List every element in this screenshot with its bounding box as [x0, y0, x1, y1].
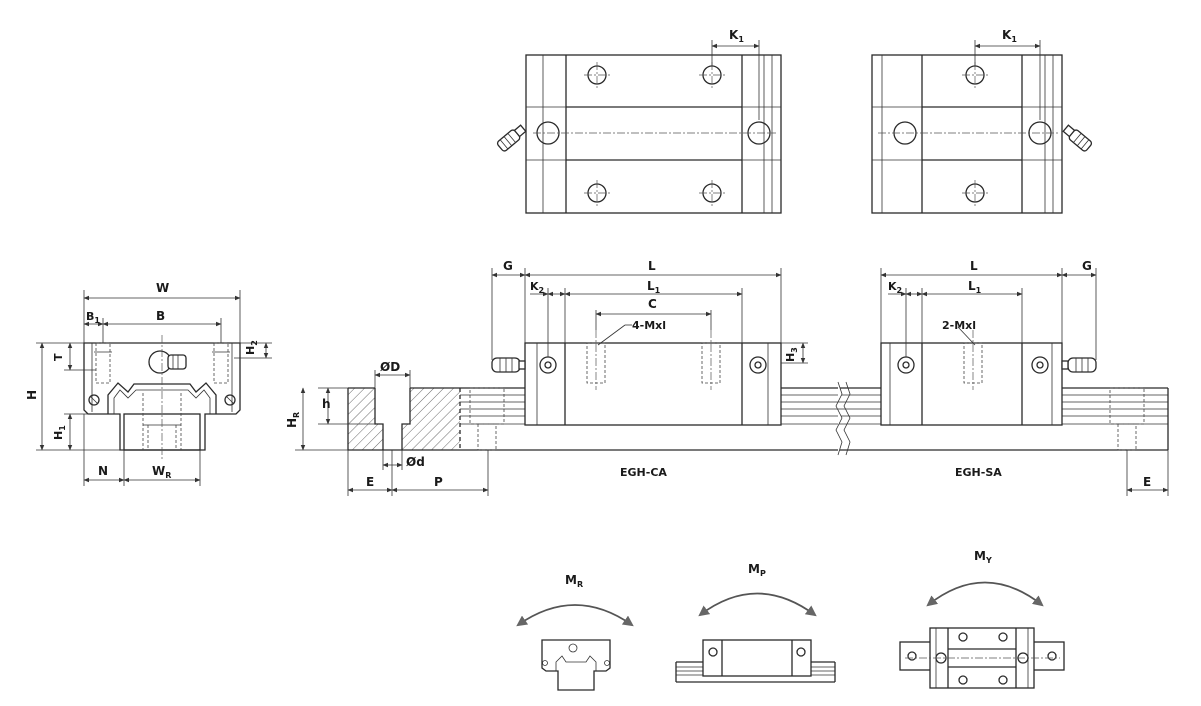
label-l-sa: L	[970, 259, 978, 273]
label-n: N	[98, 464, 108, 478]
label-g-sa: G	[1082, 259, 1092, 273]
label-my: MY	[974, 549, 992, 565]
top-view-sa: K1	[871, 28, 1093, 214]
moment-mp-diagram: MP	[675, 562, 836, 683]
label-mr: MR	[565, 573, 583, 589]
label-l1-ca: L1	[647, 279, 661, 295]
label-h1: H1	[52, 425, 67, 440]
label-e-left: E	[366, 475, 374, 489]
label-w: W	[156, 281, 169, 295]
label-c: C	[648, 297, 657, 311]
label-p: P	[434, 475, 443, 489]
moment-mr-diagram: MR	[516, 573, 634, 691]
label-b1: B1	[86, 310, 100, 325]
label-e-right: E	[1143, 475, 1151, 489]
label-k1-sa: K1	[1002, 28, 1017, 44]
label-b: B	[156, 309, 165, 323]
label-mp: MP	[748, 562, 766, 578]
label-h-small: h	[322, 397, 331, 411]
label-4-mxl: 4-Mxl	[632, 319, 666, 332]
moment-my-diagram: MY	[899, 549, 1065, 689]
label-t: T	[52, 353, 65, 361]
label-egh-ca: EGH-CA	[620, 466, 667, 479]
label-k2-ca: K2	[530, 280, 544, 295]
label-egh-sa: EGH-SA	[955, 466, 1002, 479]
label-2-mxl: 2-Mxl	[942, 319, 976, 332]
label-l1-sa: L1	[968, 279, 982, 295]
label-k1-ca: K1	[729, 28, 744, 44]
label-g-ca: G	[503, 259, 513, 273]
label-hr: HR	[285, 412, 301, 428]
label-od-small: Ød	[406, 455, 425, 469]
top-view-ca: K1	[496, 28, 782, 214]
label-h: H	[25, 390, 39, 400]
label-od: ØD	[380, 360, 400, 374]
label-wr: WR	[152, 464, 171, 480]
label-h3: H3	[784, 347, 799, 362]
end-view: W B1 B H2 T H H1 N WR	[25, 281, 272, 486]
label-l-ca: L	[648, 259, 656, 273]
label-h2: H2	[244, 340, 259, 355]
label-k2-sa: K2	[888, 280, 902, 295]
side-view: G L K2 L1 C 4-Mxl H3 L G	[285, 259, 1169, 496]
